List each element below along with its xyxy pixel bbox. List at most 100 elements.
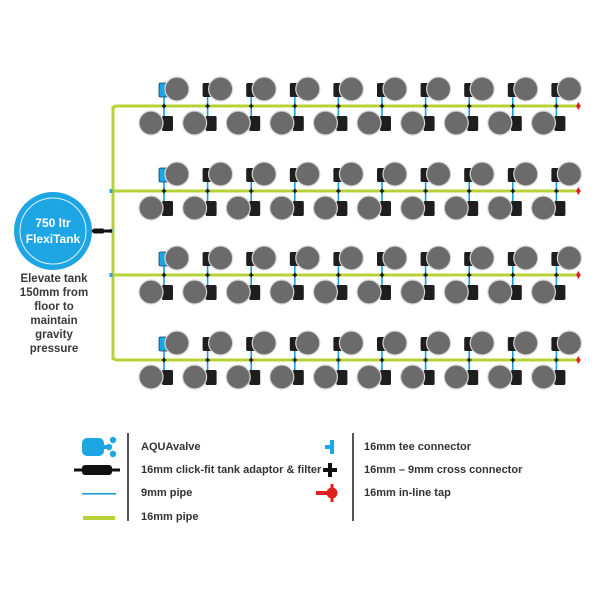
valve [162, 370, 173, 385]
pot-row [109, 245, 583, 305]
pot [164, 245, 190, 271]
valve [423, 285, 435, 300]
valve [292, 201, 304, 216]
pot [312, 110, 338, 136]
cross-connector [510, 188, 515, 194]
inline-tap-handle [577, 187, 580, 195]
pot [487, 279, 513, 305]
cross-connector [161, 188, 167, 194]
valve [554, 370, 566, 385]
legend-item-9mm-pipe: 9mm pipe [141, 483, 192, 503]
pot [338, 245, 364, 271]
legend: AQUAvalve 16mm click-fit tank adaptor & … [0, 425, 600, 535]
legend-label: 16mm pipe [141, 511, 199, 523]
valve [162, 201, 173, 216]
legend-label: AQUAvalve [141, 441, 201, 453]
valve [162, 116, 173, 131]
cross-connector [249, 103, 254, 109]
inline-tap-handle [577, 271, 580, 279]
valve [336, 370, 348, 385]
cross-connector [161, 272, 167, 278]
valve [249, 116, 261, 131]
legend-item-inline-tap: 16mm in-line tap [364, 483, 451, 503]
valve [510, 201, 522, 216]
pot [487, 195, 513, 221]
pot [138, 110, 164, 136]
valve [380, 370, 391, 385]
pot [295, 76, 321, 102]
valve [380, 285, 391, 300]
pot [382, 330, 408, 356]
pot [443, 364, 469, 390]
pot [338, 76, 364, 102]
legend-item-tee-connector: 16mm tee connector [364, 437, 471, 457]
cross-connector [379, 357, 385, 363]
tank-inner-ring [19, 197, 87, 265]
pot [312, 195, 338, 221]
cross-connector [554, 357, 559, 363]
pot [269, 195, 295, 221]
tank-icon [14, 192, 92, 270]
valve [380, 116, 391, 131]
valve [162, 285, 173, 300]
pot [530, 279, 557, 305]
tank-adaptor-body [93, 228, 104, 234]
pot [426, 245, 452, 271]
cross-connector [205, 272, 210, 278]
valve [467, 201, 479, 216]
row-16mm-pipe [111, 355, 577, 362]
tee-connector [109, 189, 113, 193]
valve [249, 370, 261, 385]
cross-connector [205, 103, 210, 109]
cross-connector [510, 103, 515, 109]
valve [292, 285, 304, 300]
pot [382, 161, 408, 187]
pot [356, 364, 382, 390]
irrigation-diagram: 750 ltr FlexiTank [14, 76, 583, 390]
valve [205, 370, 217, 385]
flexitank: 750 ltr FlexiTank [14, 192, 112, 270]
pot [225, 110, 251, 136]
aquavalve-icon [82, 436, 117, 458]
cross-connector [379, 272, 385, 278]
pot-row [109, 161, 583, 221]
pot [530, 195, 557, 221]
pot [356, 110, 382, 136]
valve [336, 285, 348, 300]
pot [530, 110, 557, 136]
16mm-pipe-icon [83, 516, 115, 520]
pot [295, 161, 321, 187]
inline-tap-handle [577, 102, 580, 110]
cross-connector [336, 272, 341, 278]
tank-adaptor-filter-icon [74, 465, 120, 475]
valve [554, 285, 566, 300]
cross-connector [336, 188, 341, 194]
pot [400, 110, 426, 136]
cross-connector [292, 272, 297, 278]
pot [269, 364, 295, 390]
valve [467, 370, 479, 385]
valve [510, 285, 522, 300]
pot [312, 279, 338, 305]
pot [225, 279, 251, 305]
valve [336, 116, 348, 131]
pot [443, 110, 469, 136]
tank-name-label: FlexiTank [26, 232, 81, 246]
valve [380, 201, 391, 216]
pot [182, 195, 208, 221]
legend-item-cross-connector: 16mm – 9mm cross connector [364, 460, 522, 480]
pot [400, 364, 426, 390]
cross-connector [423, 188, 428, 194]
cross-connector [161, 103, 167, 109]
pot [251, 76, 277, 102]
pot-row [111, 76, 583, 136]
inline-tap-icon [316, 484, 338, 502]
pot [469, 76, 495, 102]
cross-connector [510, 357, 515, 363]
valve [292, 116, 304, 131]
pot [164, 161, 190, 187]
valve [205, 116, 217, 131]
9mm-pipe-icon [82, 493, 116, 495]
pot [469, 161, 495, 187]
pot [182, 110, 208, 136]
